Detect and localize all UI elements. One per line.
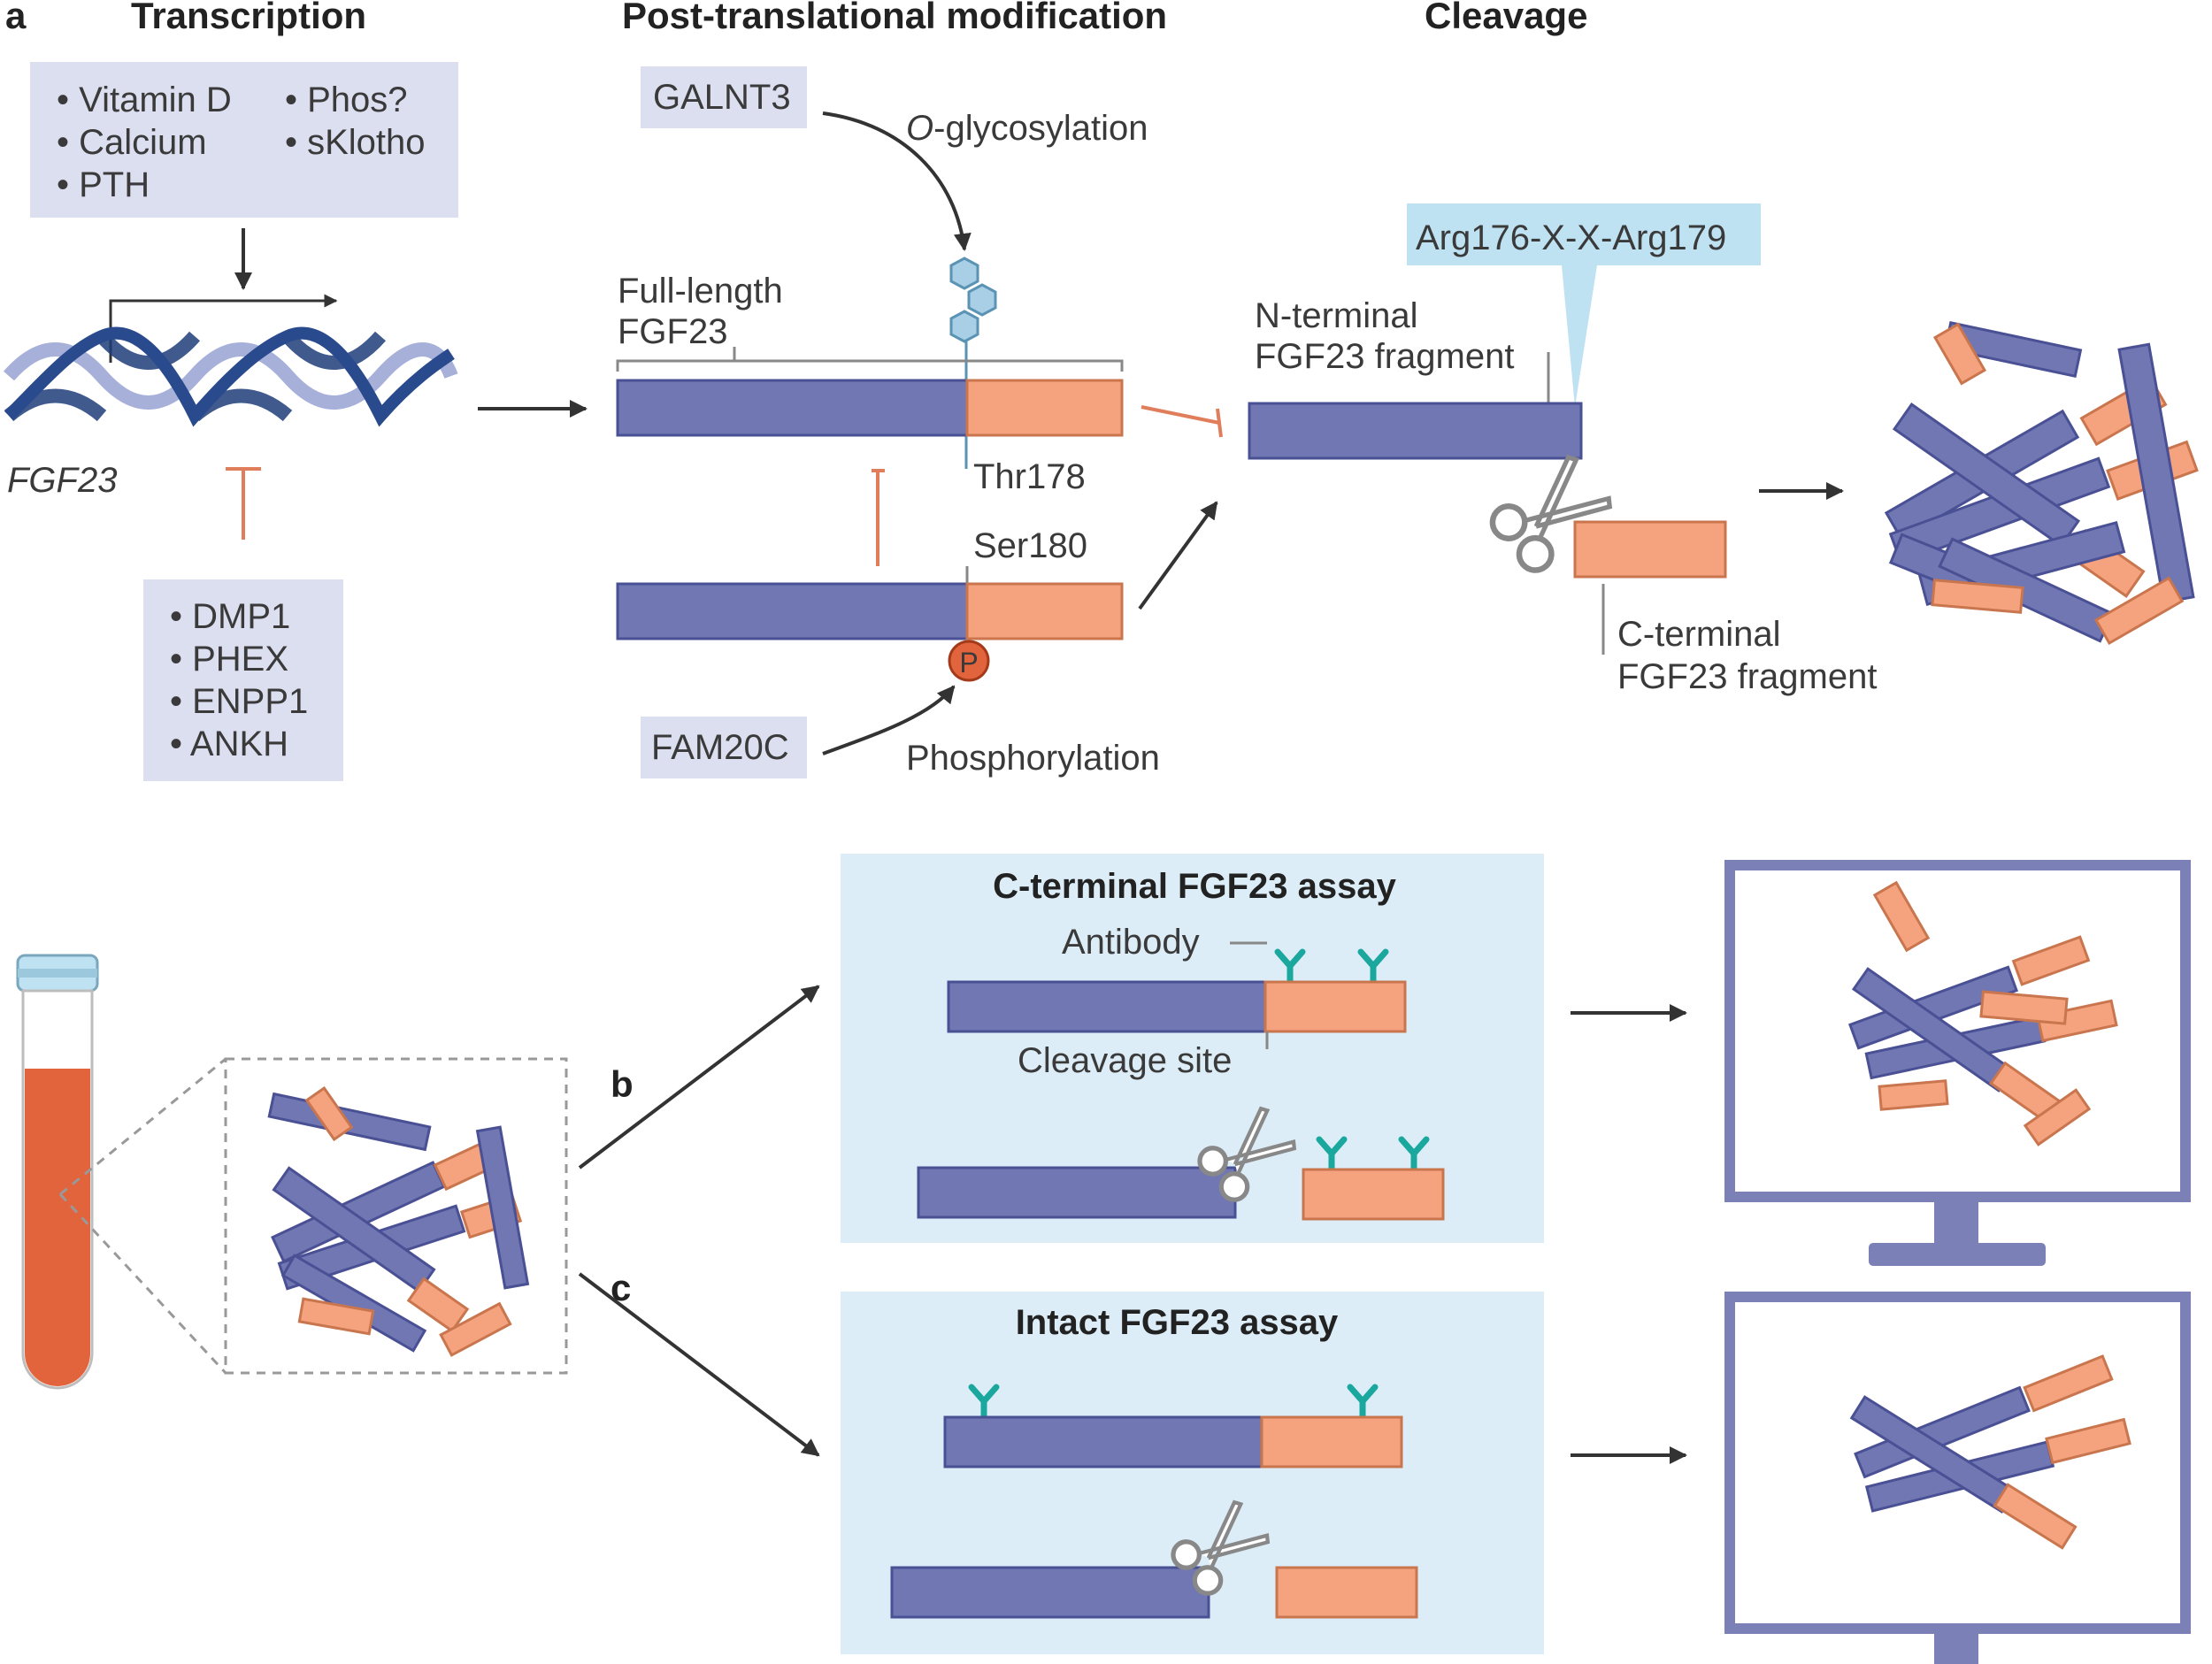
c-terminal-fragment-b [1302,1168,1445,1221]
fam20c-box [641,717,807,778]
regulator-phos: • Phos? [285,81,408,119]
full-length-label-line2: FGF23 [618,312,727,351]
monitor-icon [1724,860,2191,1266]
detected-fragments-b [1848,880,2118,1146]
galnt3-label: GALNT3 [653,78,791,117]
glycan-icon [949,257,997,343]
n-terminal-label-line1: N-terminal [1255,296,1417,335]
fam20c-label: FAM20C [651,728,789,767]
full-length-label-line1: Full-length [618,272,783,311]
intact-assay-title: Intact FGF23 assay [1016,1303,1339,1342]
to-cleavage-arrow [1138,501,1218,610]
fragment-mixture-a [1884,320,2199,646]
inhibit-glycosylation-mark [872,469,885,566]
cleavage-site-label: Cleavage site [1018,1041,1232,1080]
n-terminal-fragment [1248,402,1583,460]
sample-inset-frame [224,1057,568,1375]
panel-c-letter: c [611,1267,631,1308]
phosphorylated-protein [616,582,1124,640]
phosphate-label: P [959,647,978,679]
c-terminal-fragment [1573,520,1727,579]
c-terminal-label-line1: C-terminal [1617,615,1780,654]
o-glycosylation-label: O-glycosylation [906,109,1148,148]
heading-ptm: Post-translational modification [622,0,1167,36]
heading-cleavage: Cleavage [1425,0,1587,36]
heading-transcription: Transcription [131,0,366,36]
zoom-lines [58,1057,227,1375]
full-length-protein [616,379,1124,437]
intact-protein-c [943,1415,1403,1468]
phosphate-icon [948,640,990,682]
c-terminal-assay-title: C-terminal FGF23 assay [993,867,1396,906]
branch-c-arrow [578,1272,820,1457]
full-length-bracket [616,347,1124,372]
galnt3-arrow [822,111,972,251]
dna-helix [3,294,458,427]
inhibit-transcription-mark [226,467,261,540]
ser180-label: Ser180 [973,526,1087,565]
antibody-label: Antibody [1062,923,1200,962]
intact-protein-b [947,980,1407,1033]
inhibitors-box [143,579,343,781]
n-terminal-label-line2: FGF23 fragment [1255,337,1514,376]
regulator-pth: • PTH [57,165,150,204]
inhibitor-ankh: • ANKH [170,725,288,763]
regulator-sklotho: • sKlotho [285,123,426,162]
inhibit-cleavage-mark [1141,405,1223,438]
detected-fragments-c [1849,1354,2131,1550]
inhibitor-dmp1: • DMP1 [170,597,290,636]
fam20c-arrow [822,685,956,755]
inhibitor-phex: • PHEX [170,640,288,679]
c-terminal-label-line2: FGF23 fragment [1617,657,1877,696]
c-terminal-fragment-c [1275,1566,1418,1619]
panel-b-letter: b [611,1063,634,1105]
cleavage-site-sequence: Arg176-X-X-Arg179 [1416,219,1726,257]
cleavage-site-callout [1407,203,1761,407]
panel-a-letter: a [5,0,27,36]
blood-tube-icon [16,954,99,1390]
n-terminal-fragment-b [917,1166,1237,1219]
upregulators-box [30,62,458,218]
branch-b-arrow [578,985,820,1169]
regulator-vitamin-d: • Vitamin D [57,81,232,119]
thr178-label: Thr178 [973,457,1086,496]
regulator-calcium: • Calcium [57,123,207,162]
inhibitor-enpp1: • ENPP1 [170,682,308,721]
fragment-mixture-sample [267,1085,530,1357]
n-terminal-fragment-c [890,1566,1210,1619]
gene-label-fgf23: FGF23 [7,461,117,500]
phosphorylation-label: Phosphorylation [906,739,1160,778]
galnt3-box [641,66,807,128]
